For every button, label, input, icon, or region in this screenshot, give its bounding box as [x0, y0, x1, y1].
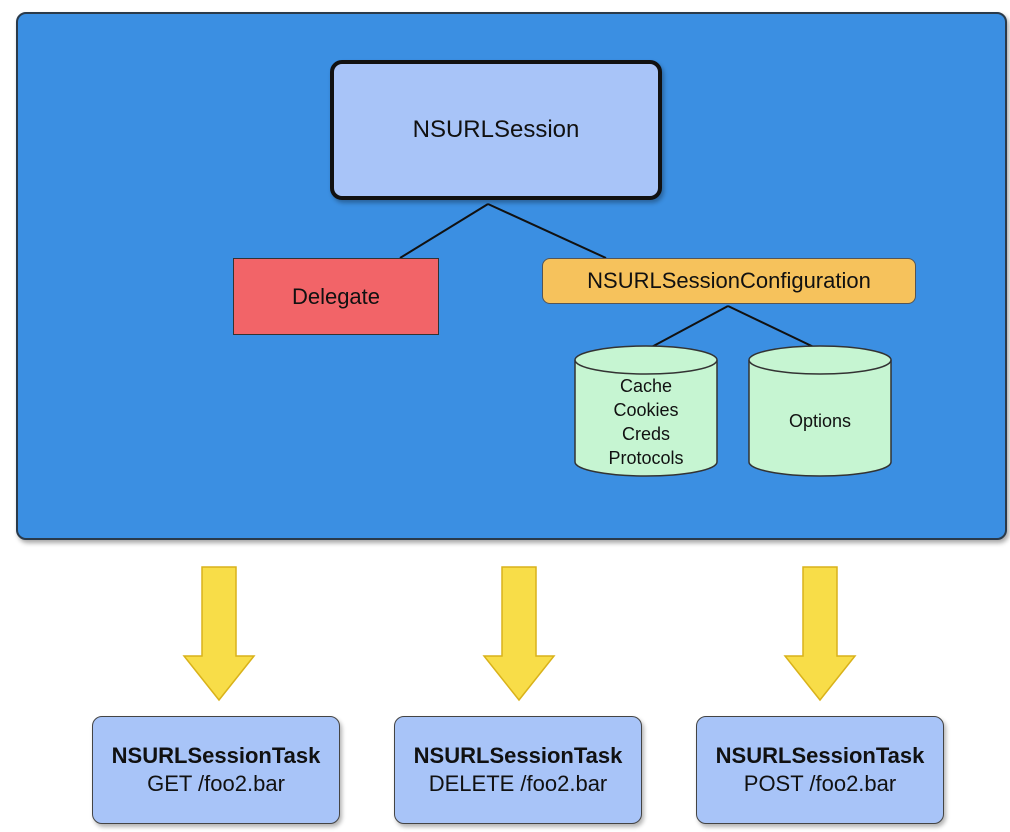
configuration-node: NSURLSessionConfiguration: [542, 258, 916, 304]
task-node-post: NSURLSessionTask POST /foo2.bar: [696, 716, 944, 824]
task-title: NSURLSessionTask: [413, 743, 623, 768]
store-line-cookies: Cookies: [613, 400, 679, 420]
session-node: NSURLSession: [330, 60, 662, 200]
task-request: POST /foo2.bar: [743, 771, 897, 796]
task-node-delete: NSURLSessionTask DELETE /foo2.bar: [394, 716, 642, 824]
delegate-node: Delegate: [233, 258, 439, 335]
down-arrow-icon: [783, 566, 857, 702]
connector-config-store-1: [645, 305, 729, 351]
task-title: NSURLSessionTask: [715, 743, 925, 768]
task-request: GET /foo2.bar: [147, 771, 285, 796]
connector-session-config: [487, 203, 607, 259]
database-cylinder-icon: [748, 345, 892, 477]
task-request: DELETE /foo2.bar: [428, 771, 608, 796]
database-cylinder-icon: [574, 345, 718, 477]
store-line-cache: Cache: [619, 376, 673, 396]
session-label: NSURLSession: [412, 116, 580, 143]
store-line-protocols: Protocols: [608, 448, 684, 468]
store-line-creds: Creds: [621, 424, 670, 444]
connector-session-delegate: [399, 203, 489, 259]
store-node-options: Options: [749, 374, 891, 468]
down-arrow-icon: [482, 566, 556, 702]
task-title: NSURLSessionTask: [111, 743, 321, 768]
store-line-options: Options: [788, 411, 852, 431]
connectors: [399, 203, 821, 351]
task-node-get: NSURLSessionTask GET /foo2.bar: [92, 716, 340, 824]
configuration-label: NSURLSessionConfiguration: [587, 268, 871, 293]
down-arrow-icon: [182, 566, 256, 702]
connector-config-store-2: [727, 305, 821, 351]
delegate-label: Delegate: [291, 283, 381, 309]
store-node-storage: Cache Cookies Creds Protocols: [575, 374, 717, 470]
